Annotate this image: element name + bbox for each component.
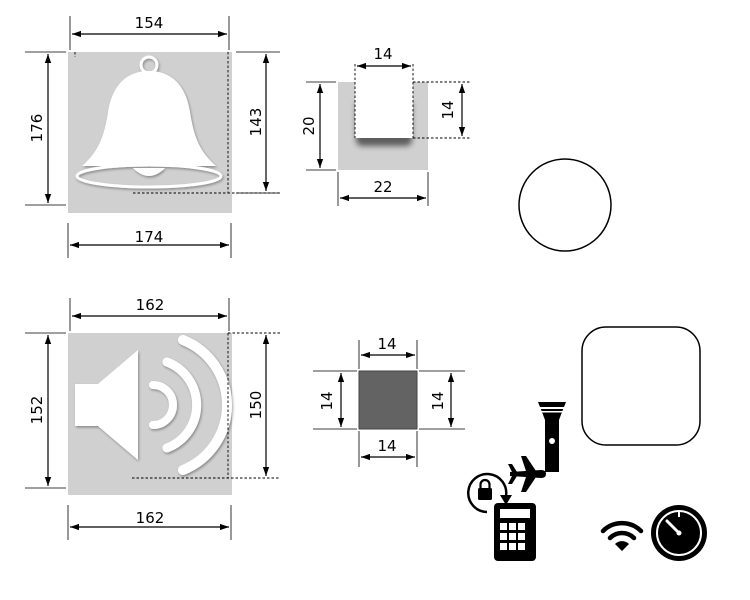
dark-square-dim-top: 14 (377, 335, 396, 353)
small-square-dim-left: 20 (300, 116, 318, 135)
dark-square-panel: 14 14 14 14 (313, 335, 465, 467)
timer-icon (651, 505, 707, 561)
bell-dim-bottom: 174 (135, 228, 164, 246)
filled-square-icon (358, 370, 418, 430)
wifi-icon (600, 520, 644, 551)
flashlight-icon (538, 402, 566, 472)
speaker-dim-left: 152 (28, 396, 46, 425)
circle-shape (518, 158, 612, 252)
speaker-panel: 162 162 152 150 (25, 296, 280, 540)
small-square-dim-bottom: 22 (373, 178, 392, 196)
small-square-dim-right: 14 (439, 100, 457, 119)
speaker-dim-bottom: 162 (136, 509, 165, 527)
bell-dim-right: 143 (247, 108, 265, 137)
bell-dim-left: 176 (28, 114, 46, 143)
airplane-icon (508, 456, 546, 492)
small-square-panel: 14 22 20 14 (300, 45, 470, 206)
bell-panel: 154 174 176 143 (25, 14, 280, 258)
dark-square-dim-left: 14 (318, 391, 336, 410)
rotation-lock-icon (467, 472, 512, 514)
speaker-dim-right: 150 (247, 391, 265, 420)
square-outline-icon (355, 82, 413, 138)
bell-dim-top: 154 (135, 14, 164, 32)
dark-square-dim-bottom: 14 (377, 437, 396, 455)
dark-square-dim-right: 14 (429, 391, 447, 410)
rounded-square-shape (581, 326, 701, 446)
calculator-icon (494, 503, 536, 561)
bell-icon (75, 55, 223, 189)
small-square-dim-top: 14 (373, 45, 392, 63)
speaker-dim-top: 162 (136, 296, 165, 314)
speaker-volume-icon (75, 335, 233, 475)
